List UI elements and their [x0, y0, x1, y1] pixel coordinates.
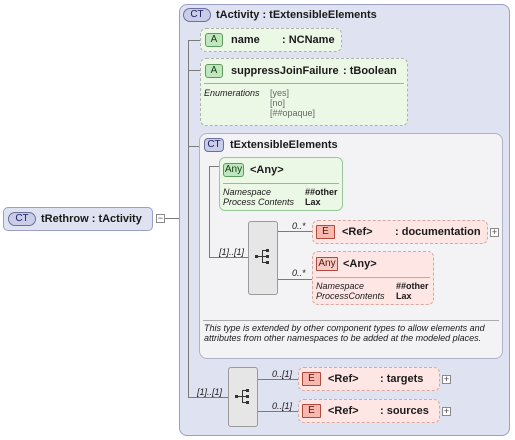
type-annotation: This type is extended by other component…	[204, 323, 485, 343]
ct-badge: CT	[204, 138, 224, 152]
tree-branch	[209, 257, 249, 258]
any-badge: Any	[316, 257, 338, 271]
tree-line	[188, 40, 189, 397]
connector	[165, 218, 180, 219]
expand-icon[interactable]: +	[490, 227, 499, 237]
sequence-icon	[235, 389, 249, 404]
element-name: : targets	[380, 373, 424, 385]
enum-value: [no]	[270, 98, 286, 108]
expand-icon[interactable]: +	[442, 374, 451, 384]
divider	[203, 320, 499, 321]
divider	[223, 183, 339, 184]
sequence-multiplicity: [1]..[1]	[197, 387, 223, 397]
namespace-label: Namespace	[316, 281, 365, 291]
multiplicity: 0..[1]	[272, 369, 293, 379]
enum-value: [##opaque]	[270, 108, 316, 118]
element-ref-label: <Ref>	[328, 373, 359, 385]
expand-icon[interactable]: +	[442, 406, 451, 416]
attribute-name-label: name	[231, 34, 260, 46]
element-ref-sources[interactable]	[298, 399, 440, 423]
divider	[316, 277, 430, 278]
tree-branch	[278, 279, 312, 280]
process-contents-label: ProcessContents	[316, 291, 385, 301]
any-name: <Any>	[343, 258, 377, 270]
attribute-suppressjoinfailure[interactable]	[200, 58, 408, 126]
namespace-value: ##other	[396, 281, 429, 291]
process-contents-label: Process Contents	[223, 197, 295, 207]
process-contents-value: Lax	[305, 197, 321, 207]
tree-branch	[258, 411, 298, 412]
root-label: tRethrow : tActivity	[41, 213, 142, 225]
element-ref-label: <Ref>	[328, 405, 359, 417]
tree-branch	[188, 70, 200, 71]
element-badge: E	[302, 372, 321, 386]
type-title: tActivity : tExtensibleElements	[216, 9, 377, 21]
element-ref-label: <Ref>	[342, 226, 373, 238]
element-name: : documentation	[395, 226, 481, 238]
tree-branch	[188, 397, 228, 398]
type-title: tExtensibleElements	[230, 139, 338, 151]
attribute-name-label: suppressJoinFailure	[231, 65, 339, 77]
any-badge: Any	[223, 163, 244, 177]
tree-branch	[188, 146, 200, 147]
process-contents-value: Lax	[396, 291, 412, 301]
element-badge: E	[302, 404, 321, 418]
tree-branch	[209, 166, 219, 167]
element-ref-targets[interactable]	[298, 367, 440, 391]
tree-branch	[258, 379, 298, 380]
divider	[204, 83, 404, 84]
tree-branch	[188, 40, 200, 41]
namespace-label: Namespace	[223, 187, 272, 197]
attribute-name[interactable]	[200, 28, 342, 52]
collapse-icon[interactable]: −	[156, 213, 165, 223]
sequence-compositor[interactable]	[248, 221, 278, 295]
multiplicity: 0..*	[292, 221, 306, 231]
attribute-type: : tBoolean	[343, 65, 397, 77]
attribute-badge: A	[205, 33, 223, 47]
sequence-icon	[255, 249, 269, 264]
ct-badge: CT	[8, 212, 36, 226]
element-badge: E	[316, 225, 335, 239]
attribute-type: : NCName	[282, 34, 335, 46]
sequence-multiplicity: [1]..[1]	[219, 247, 245, 257]
tree-branch	[278, 231, 312, 232]
any-element[interactable]	[219, 157, 343, 211]
ct-badge: CT	[183, 8, 211, 22]
multiplicity: 0..*	[292, 268, 306, 278]
any-name: <Any>	[250, 164, 284, 176]
enumerations-label: Enumerations	[204, 88, 260, 98]
element-ref-documentation[interactable]	[312, 220, 488, 244]
enum-value: [yes]	[270, 88, 290, 98]
tree-line	[209, 166, 210, 257]
multiplicity: 0..[1]	[272, 401, 293, 411]
attribute-badge: A	[205, 64, 223, 78]
namespace-value: ##other	[305, 187, 338, 197]
element-name: : sources	[380, 405, 429, 417]
